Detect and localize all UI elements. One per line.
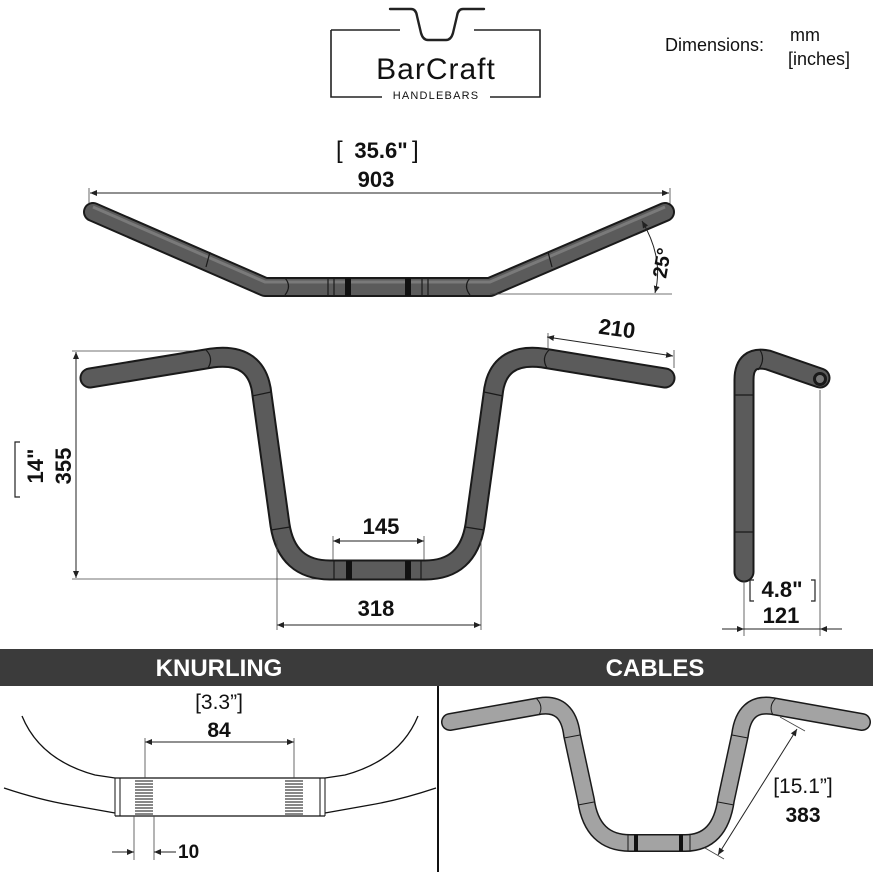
cables-bar-tube (442, 698, 870, 851)
grip-length-mm: 210 (597, 314, 637, 344)
cable-length-mm: 383 (785, 804, 820, 827)
units-legend: Dimensions: mm [inches] (665, 25, 850, 69)
brand-name: BarCraft (376, 53, 496, 86)
side-bar-tube (735, 350, 829, 581)
legend-unit-mm: mm (790, 25, 820, 45)
cable-length-inches: [15.1”] (773, 775, 833, 798)
cables-detail: [15.1”] 383 (441, 696, 871, 860)
brand-tagline: HANDLEBARS (393, 90, 480, 102)
front-width-inches: 35.6" (354, 138, 407, 163)
side-pullback-inches: 4.8" (761, 577, 802, 602)
front-view: [ ] 35.6" 903 25° (83, 137, 676, 297)
knurling-detail: [3.3”] 84 10 (3, 691, 437, 863)
logo-handlebar-icon (388, 7, 486, 42)
knurl-width-mm: 10 (178, 842, 199, 863)
cables-title: CABLES (606, 655, 705, 682)
front-width-bracket-right: ] (412, 137, 419, 164)
center-width-mm: 145 (363, 514, 400, 539)
knurl-spacing-mm: 84 (207, 719, 231, 742)
front-angle-label: 25° (649, 246, 676, 280)
brand-logo: BarCraft HANDLEBARS (330, 7, 541, 102)
side-bar-tube-outline (733, 348, 831, 583)
front-width-bracket-left: [ (336, 137, 343, 164)
base-width-mm: 318 (358, 596, 395, 621)
knurling-title: KNURLING (156, 655, 283, 682)
knurl-spacing-inches: [3.3”] (195, 691, 243, 714)
knurl-band-right (285, 780, 303, 815)
rear-bar-tube (81, 348, 674, 579)
side-view: 4.8" 121 (722, 348, 842, 636)
rise-mm: 355 (51, 448, 76, 485)
legend-label: Dimensions: (665, 35, 764, 55)
knurl-band-left (135, 780, 153, 815)
rise-inches: 14" (23, 449, 48, 484)
front-bar-tube (85, 204, 673, 295)
front-width-mm: 903 (358, 167, 395, 192)
section-header-bar (0, 649, 873, 686)
rear-view: 14" 355 145 318 210 (14, 314, 676, 630)
legend-unit-inches: [inches] (788, 49, 850, 69)
side-pullback-mm: 121 (763, 603, 800, 628)
